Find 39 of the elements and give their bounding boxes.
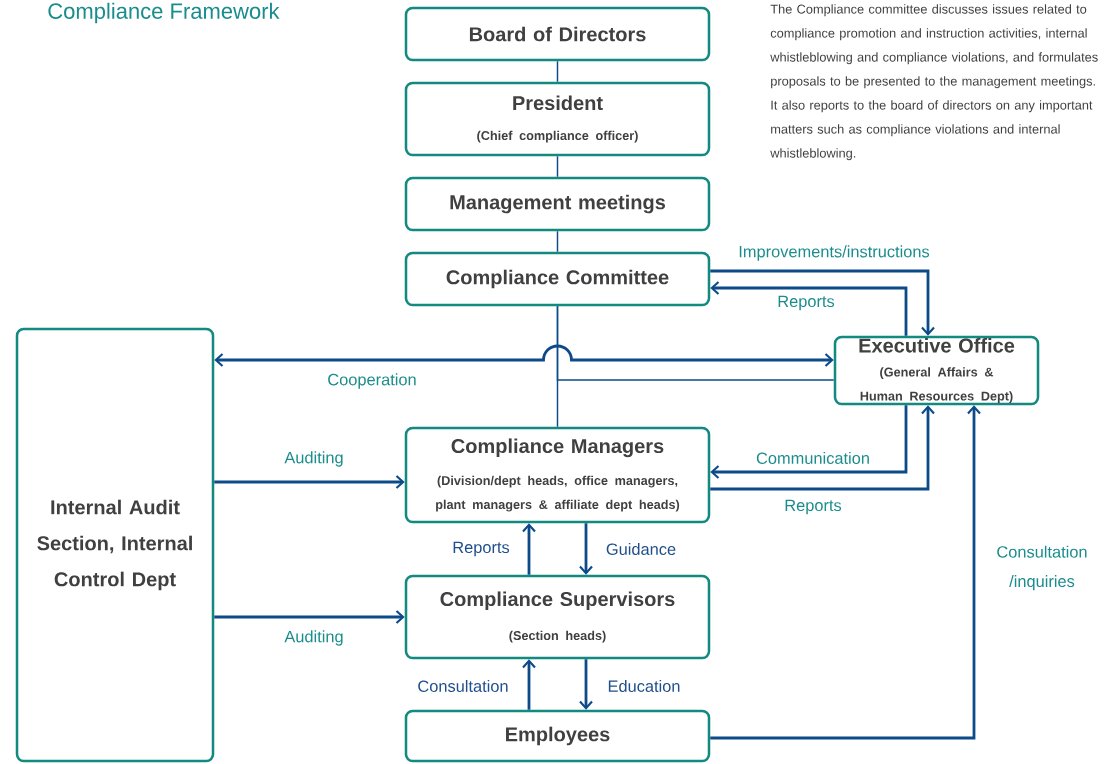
org-box: Compliance Committee [404, 251, 711, 307]
arrow [710, 405, 908, 479]
title: Compliance Framework [48, 2, 280, 24]
arrow [522, 659, 536, 710]
edge-label: Reports [450, 540, 512, 558]
edge-label: Auditing [283, 629, 345, 647]
edge-label: Cooperation [326, 372, 418, 390]
edge-label: Communication [754, 450, 872, 466]
arrow [710, 405, 981, 740]
arrow [522, 523, 536, 575]
arrow [214, 344, 834, 367]
org-box: Employees [404, 709, 711, 763]
edge-label: Education [606, 678, 682, 694]
arrow [214, 475, 405, 489]
edge-label: Reports [775, 294, 837, 312]
arrow [710, 281, 908, 336]
connector-line [556, 305, 835, 381]
edge-label: Consultation [416, 678, 510, 694]
arrow [579, 659, 593, 710]
connector-line [556, 230, 559, 253]
connector-line [556, 60, 559, 83]
connector-line [556, 155, 559, 178]
arrow [579, 523, 593, 575]
edge-label: Guidance [604, 541, 678, 557]
org-box: Internal Audit Section, Internal Control Dept [15, 327, 215, 763]
arrow [710, 405, 935, 491]
edge-label: Auditing [283, 450, 345, 468]
edge-label: Consultation /inquiries [981, 544, 1103, 592]
org-box: Compliance Supervisors (Section heads) [404, 574, 711, 660]
arrow [710, 269, 935, 336]
edge-label: Reports [782, 498, 844, 516]
org-box: Board of Directors [404, 6, 711, 62]
org-box: Management meetings [404, 176, 711, 232]
description-text: The Compliance committee discusses issues related to compliance promotion and instruction activities, internal whistleblowing and compliance violations, and formulates proposals to be presented to the management meetings. It also reports to the board of directors on any important matters such as compliance violations and internal whistleblowing. [770, 4, 1098, 161]
org-box: Compliance Managers (Division/dept heads, office managers, plant managers & affiliate dept heads) [404, 426, 711, 524]
edge-label: Improvements/instructions [736, 244, 932, 262]
org-box: Executive Office (General Affairs & Human Resources Dept) [833, 335, 1040, 406]
org-box: President (Chief compliance officer) [404, 81, 711, 157]
arrow [214, 610, 405, 624]
